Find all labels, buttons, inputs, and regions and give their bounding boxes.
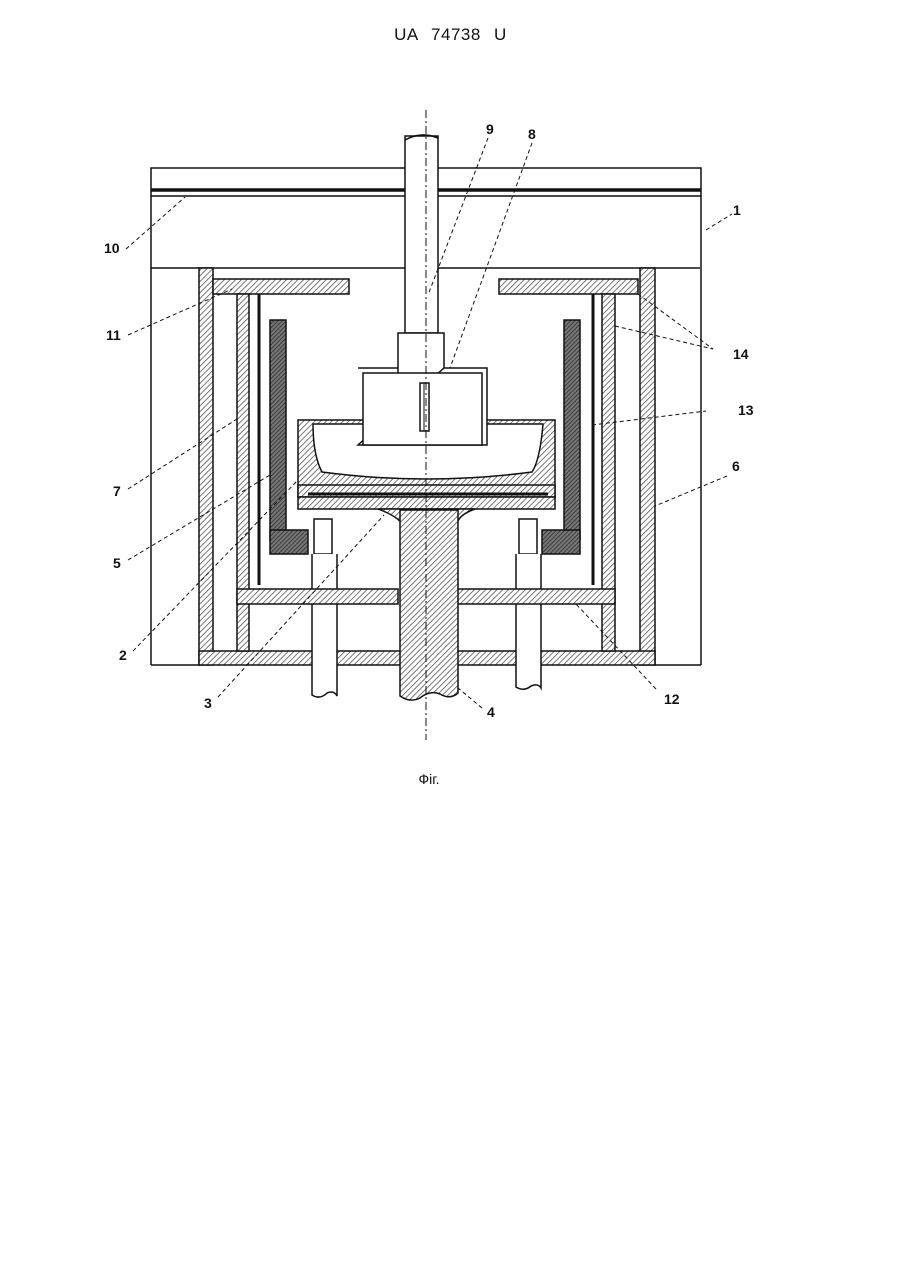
label-7: 7 xyxy=(113,483,121,499)
label-12: 12 xyxy=(664,691,680,707)
label-10: 10 xyxy=(104,240,120,256)
label-3: 3 xyxy=(204,695,212,711)
label-13: 13 xyxy=(738,402,754,418)
label-11: 11 xyxy=(106,327,121,343)
figure-caption: Фіг. xyxy=(0,771,858,787)
label-1: 1 xyxy=(733,202,741,218)
label-5: 5 xyxy=(113,555,121,571)
label-4: 4 xyxy=(487,704,495,720)
label-6: 6 xyxy=(732,458,740,474)
label-9: 9 xyxy=(486,121,494,137)
label-8: 8 xyxy=(528,126,536,142)
label-2: 2 xyxy=(119,647,127,663)
label-14: 14 xyxy=(733,346,749,362)
